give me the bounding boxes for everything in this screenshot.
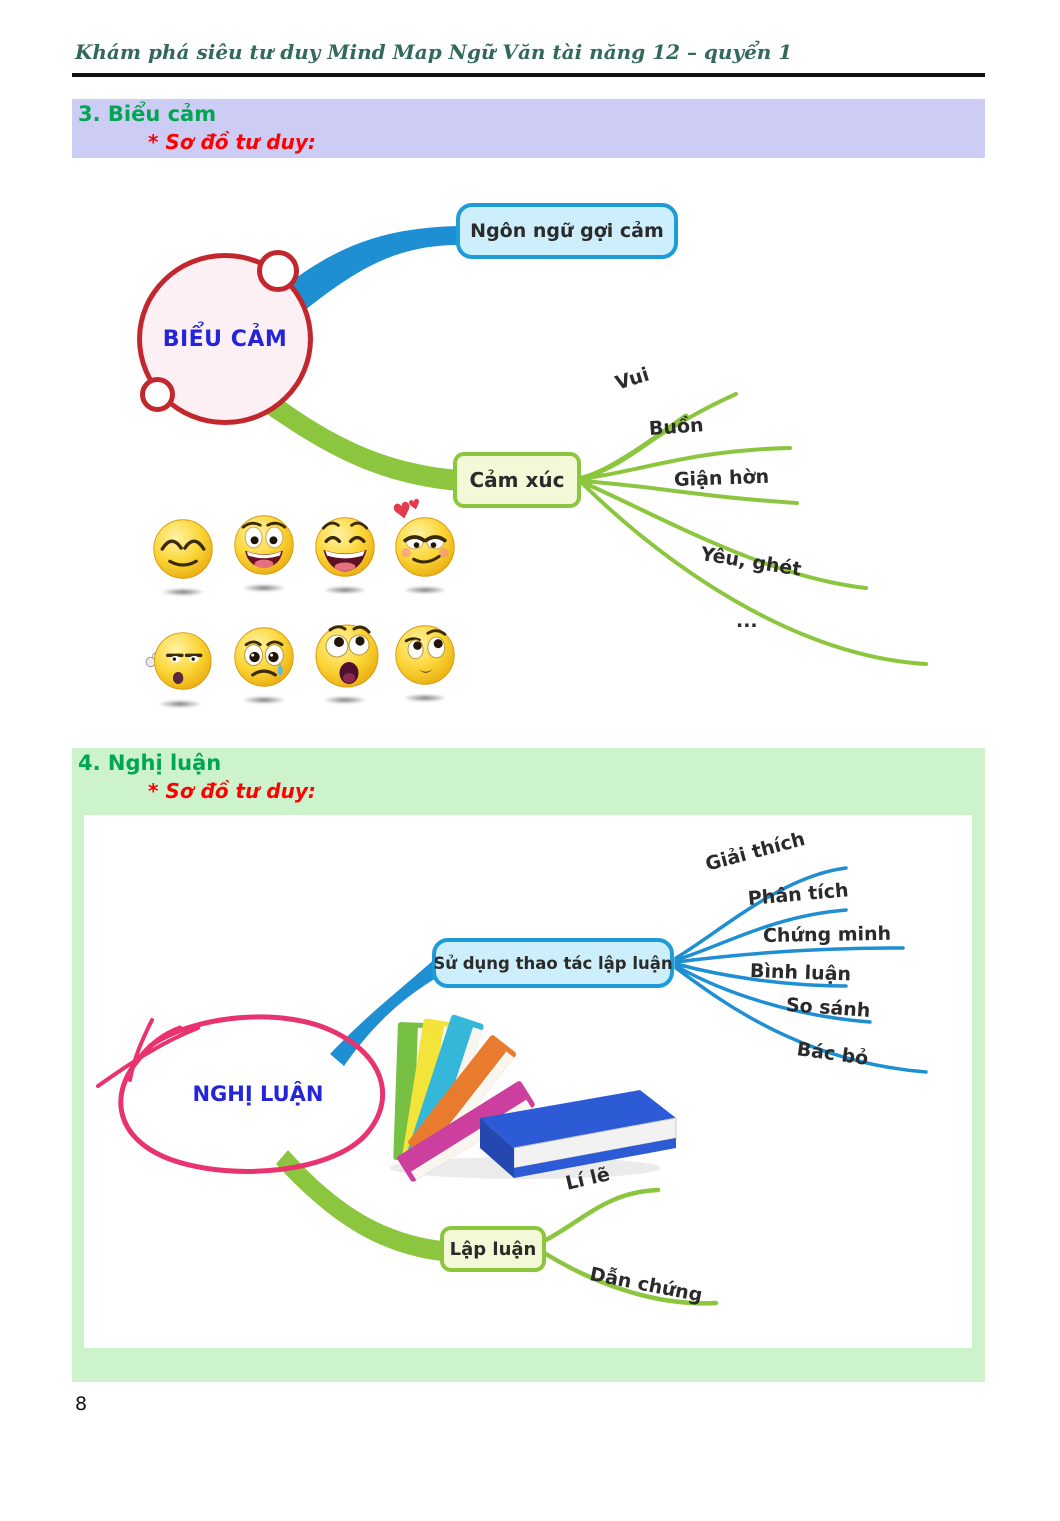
branch-label-gian-hon: Giận hờn <box>673 465 770 491</box>
branch-label-more: ... <box>736 610 758 632</box>
emoticon-shadow <box>323 586 367 594</box>
branch-label-binh-luan: Bình luận <box>749 960 852 986</box>
mindmap1-branches <box>244 226 928 666</box>
su-dung-thao-tac-node: Sử dụng thao tác lập luận <box>432 938 674 988</box>
branch-label-yeu-ghet: Yêu, ghét <box>699 543 803 581</box>
emoticon-shadow <box>158 700 202 708</box>
section4-title: 4. Nghị luận <box>78 751 222 775</box>
cam-xuc-label: Cảm xúc <box>469 468 565 492</box>
branch-label-chung-minh: Chứng minh <box>762 922 892 947</box>
emoticon-shadow <box>161 588 205 596</box>
laughing-emoticon-icon <box>312 514 378 594</box>
section3-banner: 3. Biểu cảm * Sơ đồ tư duy: <box>72 99 985 158</box>
lap-luan-node: Lập luận <box>440 1226 546 1272</box>
emoticon-shadow <box>323 696 367 704</box>
section3-subtitle: * Sơ đồ tư duy: <box>148 130 316 154</box>
smirk-emoticon-icon <box>392 622 458 702</box>
su-dung-thao-tac-label: Sử dụng thao tác lập luận <box>433 953 673 973</box>
relieved-emoticon-icon <box>150 516 216 596</box>
rim-circle-icon <box>257 250 299 292</box>
cam-xuc-node: Cảm xúc <box>453 452 581 508</box>
crying-emoticon-icon <box>231 624 297 704</box>
ngon-ngu-goi-cam-label: Ngôn ngữ gợi cảm <box>470 220 664 242</box>
section4-subtitle: * Sơ đồ tư duy: <box>148 779 316 803</box>
page-header-title: Khám phá siêu tư duy Mind Map Ngữ Văn tà… <box>75 40 793 64</box>
emoticon-shadow <box>242 584 286 592</box>
branch-label-vui: Vui <box>612 363 652 395</box>
shocked-emoticon-icon <box>312 620 379 704</box>
lap-luan-label: Lập luận <box>449 1238 537 1260</box>
page-number: 8 <box>75 1393 88 1415</box>
rim-circle-icon <box>140 377 175 412</box>
emoticon-shadow <box>242 696 286 704</box>
emoticon-shadow <box>403 586 447 594</box>
nghi-luan-label: NGHỊ LUẬN <box>192 1082 324 1106</box>
section3-title: 3. Biểu cảm <box>78 102 217 126</box>
annoyed-emoticon-icon <box>143 628 217 708</box>
in-love-emoticon-icon <box>392 514 458 594</box>
branch-label-buon: Buồn <box>648 414 705 440</box>
grin-emoticon-icon <box>231 512 297 592</box>
emoticon-shadow <box>403 694 447 702</box>
ngon-ngu-goi-cam-node: Ngôn ngữ gợi cảm <box>456 203 678 259</box>
bieu-cam-label: BIỂU CẢM <box>162 326 288 352</box>
header-rule <box>72 73 985 77</box>
